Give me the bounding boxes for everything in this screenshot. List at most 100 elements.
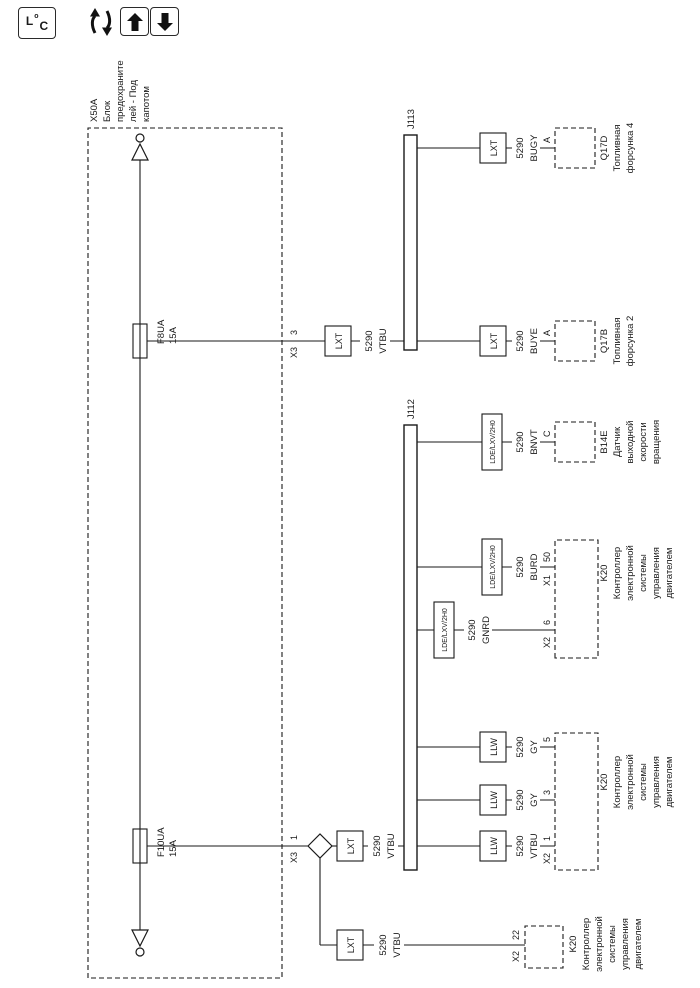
component-id: K20	[599, 774, 610, 791]
wire-color: BUYE	[529, 328, 540, 354]
component-name-line5: двигателем	[633, 919, 644, 970]
wire-circuit: 5290	[467, 619, 478, 640]
bus-arrow-left	[131, 929, 149, 948]
inline-connector-label: LLW	[489, 837, 499, 855]
wire-label-background	[512, 787, 540, 813]
component-name-line3: скорости	[638, 422, 649, 461]
inline-connector-box	[479, 132, 507, 164]
inline-connector-label: LXT	[489, 332, 499, 349]
component-q17d-box	[554, 127, 596, 169]
inline-connector-box	[433, 601, 455, 659]
pin-label: 6	[542, 620, 552, 625]
wire-circuit: 5290	[515, 736, 526, 757]
branch-vtbu1: LLW 5290 VTBU 1 X2	[417, 829, 555, 864]
feed-b-wire: LXT 5290 VTBU	[147, 829, 404, 863]
inline-connector-label: LDE/LXV/2H0	[490, 420, 497, 464]
inline-connector-box	[479, 784, 507, 816]
component-k20-mid: K20 Контроллер электронной системы управ…	[554, 732, 675, 871]
branch-k20-feed: LXT 5290 VTBU 22 X2	[319, 858, 525, 962]
loc-label-o: o	[34, 12, 39, 20]
inline-connector-box	[481, 413, 503, 471]
fuse-f10ua-id: F10UA	[156, 827, 167, 857]
fuse-block-x50a: X50A Блок предохраните лей - Под капотом…	[87, 60, 299, 979]
junction-bar	[403, 424, 418, 871]
loc-label-l: L	[25, 14, 34, 28]
wire-color: GY	[529, 792, 540, 806]
component-k20-box	[524, 925, 564, 969]
component-id: K20	[568, 936, 579, 953]
inline-connector-label: LXT	[346, 936, 356, 953]
component-name-line4: управления	[620, 918, 631, 970]
pin-label: 5	[542, 737, 552, 742]
fuse-block-name-line1: Блок	[102, 100, 113, 122]
component-name-line2: электронной	[625, 545, 636, 601]
inline-connector-label: LDE/LXV/2H0	[442, 608, 449, 652]
connector-label: X1	[542, 575, 552, 586]
wire-label-background	[512, 548, 540, 586]
wire-color: VTBU	[529, 833, 540, 858]
component-name-line3: системы	[638, 554, 649, 592]
branch-bugy: LXT 5290 BUGY A Q17D Топливная форсунка …	[417, 123, 636, 173]
component-name-line2: электронной	[594, 916, 605, 972]
connector-label: X2	[542, 853, 552, 864]
wire-color: BNVT	[529, 429, 540, 455]
inline-connector-box	[324, 325, 352, 357]
wire-label-background	[512, 829, 540, 863]
component-name-line2: выходной	[625, 421, 636, 464]
wire-color: GNRD	[481, 616, 492, 644]
component-name-line1: Топливная	[612, 124, 623, 171]
connector-label: X2	[511, 951, 521, 962]
wire-color: BURD	[529, 553, 540, 580]
wire-label-background	[464, 611, 492, 649]
bus-arrow-left-circle	[135, 947, 145, 957]
up-arrow-icon	[126, 12, 143, 31]
inline-connector-box	[479, 731, 507, 763]
component-name-line2: форсунка 2	[625, 316, 636, 367]
pin-label: A	[542, 330, 552, 336]
feed-a-wire: LXT 5290 VTBU	[147, 323, 404, 359]
wire-label-background	[374, 928, 404, 962]
wire-label-background	[360, 323, 390, 359]
exit-a-pin: 3	[289, 330, 299, 335]
component-name-line2: электронной	[625, 754, 636, 810]
rotated-diagram: X50A Блок предохраните лей - Под капотом…	[87, 60, 675, 979]
component-name-line1: Контроллер	[612, 756, 623, 808]
wire-circuit: 5290	[372, 835, 383, 856]
wire-circuit: 5290	[515, 137, 526, 158]
component-name-line4: управления	[651, 756, 662, 808]
fuse-block-name-line4: капотом	[141, 86, 152, 122]
junction-label: J112	[406, 399, 417, 419]
down-arrow-icon	[156, 12, 173, 31]
component-name-line5: двигателем	[664, 548, 675, 599]
inline-connector-box	[479, 325, 507, 357]
component-name-line1: Контроллер	[581, 918, 592, 970]
exit-b-pin: 1	[289, 835, 299, 840]
junction-j112: J112	[403, 399, 418, 871]
component-k20-box	[554, 732, 599, 871]
fuse-f8ua-id: F8UA	[156, 319, 167, 344]
component-id: K20	[599, 565, 610, 582]
inline-connector-label: LXT	[346, 837, 356, 854]
wire-label-background	[512, 734, 540, 760]
inline-connector-box	[481, 538, 503, 596]
scroll-up-button[interactable]	[120, 7, 149, 36]
pin-label: A	[542, 137, 552, 143]
fuse-f10ua-rating: 15A	[168, 839, 179, 857]
wire-circuit: 5290	[515, 556, 526, 577]
inline-connector-label: LXT	[334, 332, 344, 349]
wire-circuit: 5290	[515, 330, 526, 351]
inline-connector-label: LLW	[489, 738, 499, 756]
exit-b-connector: X3	[289, 852, 299, 863]
bus-arrow-right	[131, 142, 149, 161]
wire-color: VTBU	[386, 833, 397, 858]
inline-connector-box	[479, 830, 507, 862]
junction-j113: J113	[403, 109, 418, 351]
component-id: Q17B	[599, 329, 610, 353]
swap-arrows-button[interactable]	[86, 7, 116, 37]
component-name-line3: системы	[638, 763, 649, 801]
inline-connector-label: LLW	[489, 791, 499, 809]
scroll-down-button[interactable]	[150, 7, 179, 36]
component-b14e-box	[554, 421, 596, 463]
